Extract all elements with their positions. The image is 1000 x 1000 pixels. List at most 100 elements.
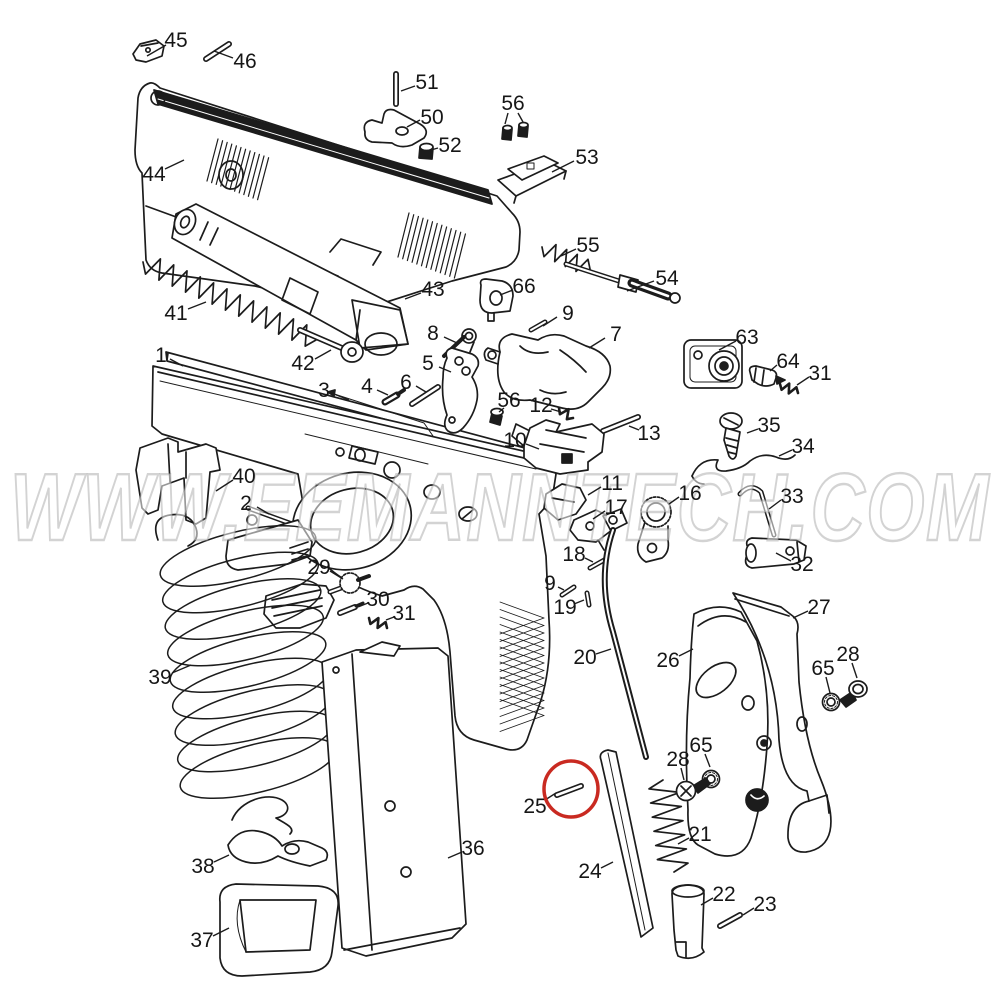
part-label-9: 9 [562,302,574,325]
part-label-7: 7 [610,323,622,346]
part-64 [748,365,786,387]
cover-66 [479,278,514,322]
part-label-32: 32 [790,553,813,576]
leader-line-65 [825,676,831,694]
leader-line-37 [212,927,230,937]
part-label-33: 33 [780,485,803,508]
part-label-8: 8 [427,322,439,345]
extractor [363,108,428,148]
leader-line-50 [406,119,421,128]
part-label-9: 9 [544,572,556,595]
leader-line-21 [677,837,690,845]
part-label-30: 30 [366,588,389,611]
part-label-18: 18 [562,543,585,566]
plug-22 [671,884,705,960]
part-label-20: 20 [573,646,596,669]
part-label-56: 56 [497,389,520,412]
sight-pin [203,41,232,62]
leader-line-36 [447,851,463,859]
part-label-6: 6 [400,371,412,394]
pin-9-upper [528,319,548,333]
screw-28-upper [839,680,868,708]
leader-line-17 [592,510,606,520]
leader-line-29 [329,570,344,580]
part-label-55: 55 [576,234,599,257]
recoil-spring [142,258,317,347]
part-label-34: 34 [791,435,815,458]
part-label-63: 63 [735,326,758,349]
screw-35 [719,412,743,460]
leader-line-41 [187,301,207,310]
part-label-66: 66 [512,275,535,298]
part-label-31: 31 [392,602,415,625]
leader-line-23 [742,907,755,916]
magazine-spring [159,524,337,800]
firing-pin-spring [541,243,591,273]
part-label-38: 38 [191,855,214,878]
leader-line-18 [584,557,594,563]
spring-31-lower [367,616,389,630]
part-label-51: 51 [415,71,438,94]
leader-line-64 [769,364,778,372]
part-label-29: 29 [307,556,330,579]
part-label-21: 21 [688,823,711,846]
leader-line-26 [678,648,694,657]
part-label-26: 26 [656,649,679,672]
part-label-13: 13 [637,422,660,445]
part-label-11: 11 [601,472,623,495]
part-label-24: 24 [578,860,602,883]
part-label-56: 56 [501,92,524,115]
slide-stop [225,505,313,571]
leader-line-24 [600,861,614,869]
leader-line-28 [851,662,858,679]
leader-line-27 [792,610,809,619]
leader-line-39 [171,664,192,674]
leader-line-65 [704,753,711,768]
leader-line-9 [557,586,565,591]
barrel [171,203,409,356]
lever-32 [744,537,807,569]
pin-23 [717,912,743,929]
leader-line-30 [357,602,369,608]
leader-line-20 [595,648,612,655]
pin-6 [409,384,441,407]
sear-cage [511,419,605,475]
leader-line-1 [169,358,184,367]
part-label-54: 54 [655,267,679,290]
part-label-19: 19 [553,596,576,619]
recoil-spring-guide [297,327,364,363]
hammer-spring [648,779,689,873]
leader-line-55 [560,248,577,257]
grip-checkering-cross [499,617,545,732]
part-label-40: 40 [232,465,255,488]
leader-line-56 [504,112,509,125]
leader-line-33 [768,499,782,510]
part-label-12: 12 [529,394,552,417]
screw-56-mid [489,407,504,426]
pin-13 [600,414,641,434]
spring-bar-24 [599,749,654,938]
spring-rod-3 [327,389,434,437]
leader-line-52 [430,147,439,151]
part-label-22: 22 [712,883,735,906]
part-label-16: 16 [678,482,701,505]
trigger [441,347,480,434]
leader-line-35 [746,428,759,434]
leader-line-32 [775,552,792,562]
part-label-28: 28 [836,643,859,666]
follower-38 [227,796,329,867]
lever-17 [569,509,613,551]
part-label-4: 4 [361,375,373,398]
leader-line-4 [376,389,389,396]
leader-line-28 [680,767,685,781]
leader-line-66 [499,289,514,296]
hammer [636,496,672,563]
part-label-42: 42 [291,352,314,375]
magazine-body [321,641,467,957]
leader-line-13 [628,425,640,431]
part-label-5: 5 [422,352,434,375]
leader-line-2 [256,506,270,515]
part-label-43: 43 [421,278,444,301]
